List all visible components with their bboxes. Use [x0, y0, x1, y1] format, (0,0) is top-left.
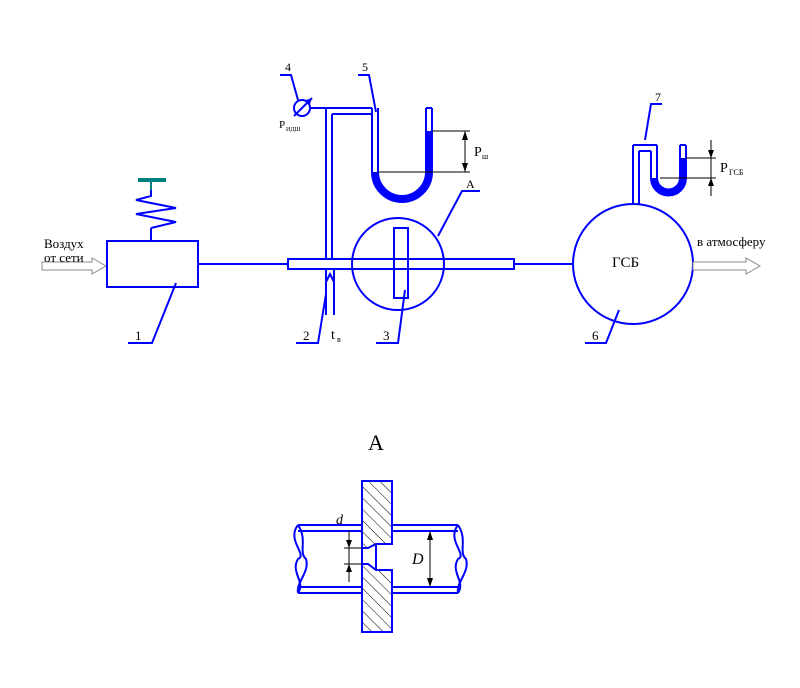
dim-D-label: D: [411, 551, 424, 568]
air-inlet-label-line1: Воздух: [44, 236, 84, 251]
callout-leader-5: [358, 74, 377, 113]
pressure-tap-line: [309, 107, 372, 259]
atmosphere-label: в атмосферу: [697, 234, 766, 249]
air-inlet-arrow: [41, 257, 108, 275]
measuring-tube: [287, 258, 515, 270]
callout-1: 1: [135, 328, 142, 343]
pgsb-label-sub: ГСБ: [729, 168, 744, 177]
dim-d-label: d: [336, 513, 344, 528]
gsb-manometer: [632, 144, 687, 204]
callout-leader-7: [644, 103, 662, 141]
valve-handle-icon: [138, 178, 166, 190]
thermometer: [325, 269, 335, 315]
temperature-label-sub: в: [337, 335, 341, 344]
gauge-pressure-label: P: [279, 119, 285, 131]
detail-orifice-plate: [361, 480, 393, 633]
pw-label: P: [474, 145, 482, 160]
callout-leader-6: [585, 309, 620, 344]
callout-leader-2: [296, 293, 327, 344]
manometer-liquid: [372, 131, 432, 202]
gsb-manometer-dimension: [660, 140, 716, 196]
callout-leader-A: [437, 190, 480, 237]
callout-leader-3: [376, 289, 406, 344]
callout-3: 3: [383, 328, 390, 343]
manometer-dimension: [378, 130, 470, 173]
callout-2: 2: [303, 328, 310, 343]
callout-A: A: [466, 177, 475, 191]
pressure-regulator: [106, 182, 199, 288]
detail-title: A: [368, 430, 384, 455]
callout-4: 4: [285, 60, 291, 74]
pgsb-label: P: [720, 161, 728, 176]
dimension-D: [427, 531, 433, 587]
callout-7: 7: [655, 90, 661, 104]
chamber-label: ГСБ: [612, 255, 639, 271]
callout-leader-1: [128, 282, 177, 344]
detail-pipe: [293, 524, 468, 594]
pressure-gauge-icon: [293, 97, 313, 117]
temperature-label: t: [331, 328, 335, 343]
pw-label-sub: ш: [482, 152, 489, 161]
atmosphere-outlet-arrow: [692, 257, 762, 275]
callout-leader-4: [280, 74, 299, 101]
callout-6: 6: [592, 328, 599, 343]
gsb-manometer-liquid: [651, 158, 686, 196]
orifice-detail-circle: [351, 217, 445, 311]
air-inlet-label-line2: от сети: [44, 250, 84, 265]
callout-5: 5: [362, 60, 368, 74]
dimension-d: [344, 530, 362, 582]
orifice-plate: [393, 227, 409, 299]
gauge-pressure-label-sub: ИДШ: [286, 127, 300, 133]
